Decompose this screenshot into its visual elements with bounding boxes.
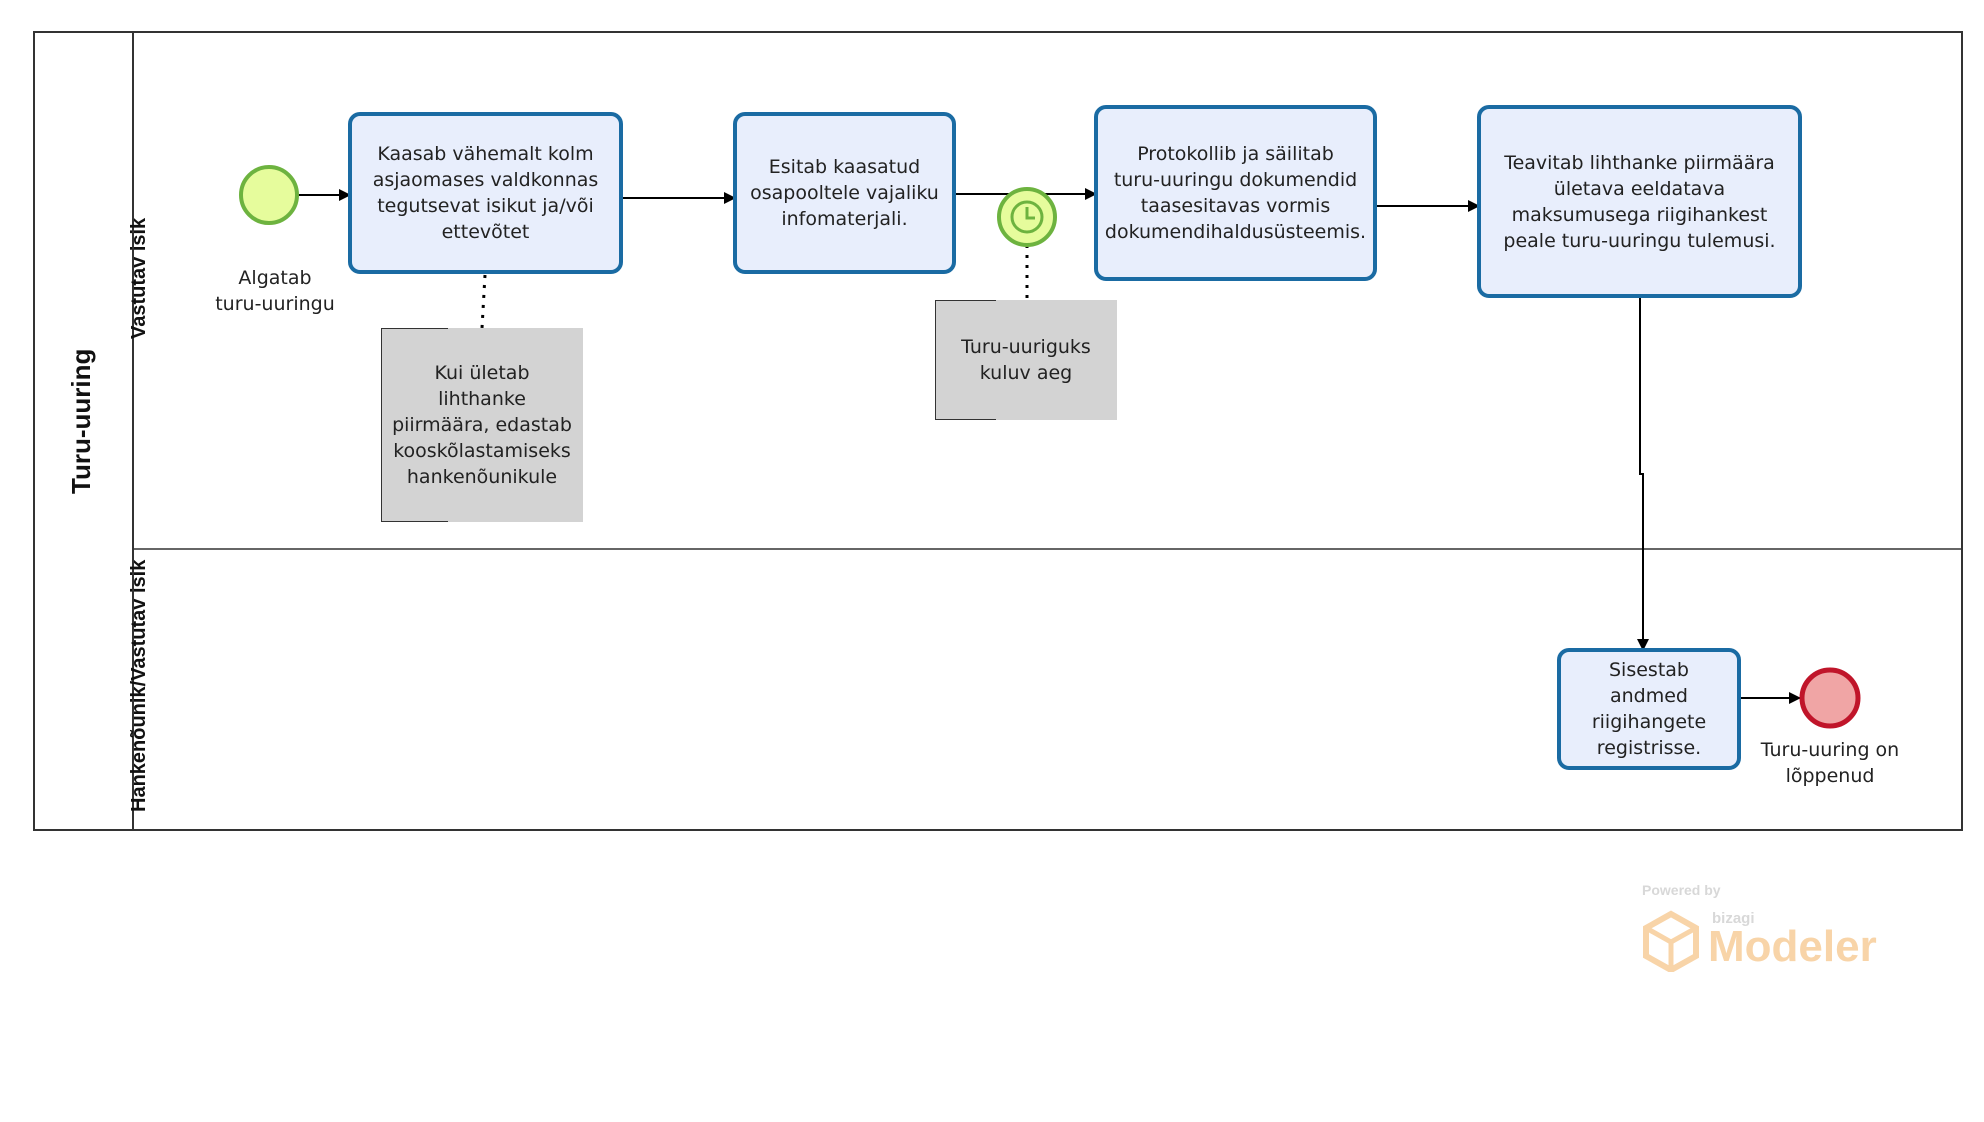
pool-border	[33, 31, 1963, 831]
watermark-product: Modeler	[1708, 922, 1877, 971]
pool-label: Turu-uuring	[66, 348, 96, 494]
lane-label-hankenounik: Hankenõunik/Vastutav isik	[128, 559, 150, 812]
annotation-bracket	[381, 328, 448, 522]
task-teavitab[interactable]: Teavitab lihthanke piirmäära ületava eel…	[1477, 105, 1802, 298]
bizagi-watermark: Powered by bizagi Modeler	[1630, 876, 1890, 976]
end-event[interactable]	[1799, 667, 1861, 729]
start-event-label: Algatab turu-uuringu	[215, 267, 335, 315]
task-protokollib[interactable]: Protokollib ja säilitab turu-uuringu dok…	[1094, 105, 1377, 281]
annotation-piirmaar[interactable]: Kui ületab lihthanke piirmäära, edastab …	[381, 328, 583, 522]
lane-label-vastutav-isik: Vastutav isik	[128, 217, 150, 339]
watermark-powered-by: Powered by	[1642, 882, 1721, 898]
start-event[interactable]	[239, 165, 299, 225]
task-sisestab[interactable]: Sisestab andmed riigihangete registrisse…	[1557, 648, 1741, 770]
flow-task4-to-task5[interactable]	[1637, 298, 1649, 651]
task-esitab[interactable]: Esitab kaasatud osapooltele vajaliku inf…	[733, 112, 956, 274]
watermark-brand: bizagi	[1712, 910, 1755, 927]
bizagi-logo-icon	[1643, 910, 1699, 972]
annotation-kuluv-aeg[interactable]: Turu-uuriguks kuluv aeg	[935, 300, 1117, 420]
timer-event[interactable]	[997, 187, 1057, 247]
association-task1-annotation	[480, 274, 487, 329]
end-event-label: Turu-uuring on lõppenud	[1760, 739, 1900, 787]
task-kaasab[interactable]: Kaasab vähemalt kolm asjaomases valdkonn…	[348, 112, 623, 274]
clock-icon	[1010, 200, 1044, 234]
annotation-bracket	[935, 300, 996, 420]
